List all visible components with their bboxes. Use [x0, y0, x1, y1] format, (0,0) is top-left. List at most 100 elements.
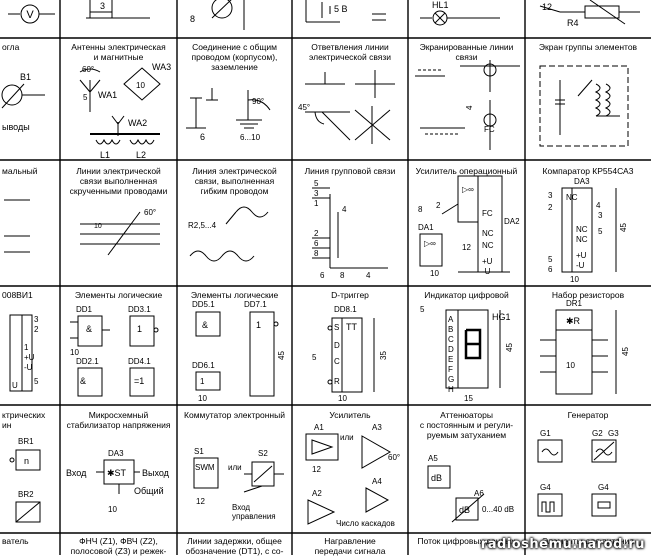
seg-a: A [448, 315, 454, 324]
caption-antennas: Антенны электрическая и магнитные [71, 42, 166, 62]
caption-ground: Соединение с общим проводом (корпусом), … [191, 42, 278, 72]
caption-data-stream: Поток цифровых данных [417, 536, 516, 546]
r4-label: R4 [567, 18, 579, 28]
dd5-amp: & [202, 320, 208, 330]
row1-col0: B1 ыводы [1, 72, 45, 132]
dim-6-10: 6...10 [240, 133, 261, 142]
dim-5-antenna: 5 [83, 93, 88, 102]
amp-12: 12 [312, 465, 321, 474]
row0-symbols: V 3 8 5 В HL1 12 R4 [8, 0, 640, 30]
seg-g: G [448, 375, 454, 384]
fc-label: FC [484, 125, 495, 134]
b1-label: B1 [20, 72, 31, 82]
comp-minus-u: -U [576, 261, 585, 270]
comp-4: 4 [596, 201, 601, 210]
comp-2: 2 [548, 203, 553, 212]
da3-stab: DA3 [108, 449, 124, 458]
dd6-10: 10 [198, 394, 207, 403]
r25-label: R2,5...4 [188, 221, 217, 230]
caption-generator: Генератор [567, 410, 609, 420]
comp-nc3: NC [576, 235, 588, 244]
digital-indicator-symbol: A B C D E F G H HG1 45 5 15 [420, 305, 514, 403]
g3-label: G3 [608, 429, 619, 438]
caption-resistor-set: Набор резисторов [551, 290, 625, 300]
da2-label: DA2 [504, 217, 520, 226]
grp-6b: 6 [320, 271, 325, 280]
pin-c: C [334, 357, 340, 366]
caption-d-trigger: D-триггер [331, 290, 369, 300]
oa-8: 8 [418, 205, 423, 214]
seg-e: E [448, 355, 453, 364]
ili-label: или [228, 463, 242, 472]
opamp-sym: ▷∞ [462, 185, 474, 194]
dd5-label: DD5.1 [192, 300, 215, 309]
seg-c: C [448, 335, 454, 344]
c0-7: 2 [34, 325, 39, 334]
oa-fc: FC [482, 209, 493, 218]
dd7-label: DD7.1 [244, 300, 267, 309]
da3-comp: DA3 [574, 177, 590, 186]
caption-power-elements: Элементы для питания [542, 536, 634, 546]
caption-logic-2: Элементы логические [190, 290, 279, 300]
da1-sym: ▷∞ [424, 239, 436, 248]
dd8-label: DD8.1 [334, 305, 357, 314]
br1-label: BR1 [18, 437, 34, 446]
dim-4-shield: 4 [465, 105, 474, 110]
row3-col0: 3 2 1 +U -U 5 U [9, 314, 39, 392]
wa3-label: WA3 [152, 62, 171, 72]
comp-plus-u: +U [576, 251, 587, 260]
dd4-eq1: =1 [134, 376, 144, 386]
caption-r5c0: ватель [2, 536, 29, 546]
dr1-label: DR1 [566, 299, 583, 308]
da1-label: DA1 [418, 223, 434, 232]
comp-nc2: NC [576, 225, 588, 234]
c0-minus-u: -U [24, 363, 33, 372]
dd1-label: DD1 [76, 305, 93, 314]
dd2-label: DD2.1 [76, 357, 99, 366]
dd3-1: 1 [137, 324, 142, 334]
g4-label: G4 [598, 483, 609, 492]
star-r: ✱R [566, 316, 581, 326]
comparator-symbol: NC NC NC +U -U DA3 3 2 5 6 4 3 5 45 10 [548, 177, 628, 284]
stab-in: Вход [66, 468, 87, 478]
ang-90: 90° [252, 97, 264, 106]
c0-1: 1 [24, 343, 29, 352]
grp-1: 1 [314, 199, 319, 208]
dim-5v: 5 В [334, 4, 348, 14]
oa-plus-u: +U [482, 257, 493, 266]
caption-stabilizer: Микросхемный стабилизатор напряжения [66, 410, 171, 430]
br2-label: BR2 [18, 490, 34, 499]
rs-45: 45 [621, 347, 630, 356]
caption-branches: Ответвления линии электрической связи [309, 42, 391, 62]
voltmeter-label: V [26, 9, 34, 21]
stab-10: 10 [108, 505, 117, 514]
caption-twisted: Линии электрической связи выполненная ск… [69, 166, 168, 196]
attenuator-symbols: dB A5 dB A6 0...40 dB [427, 454, 514, 523]
c0-3: 3 [34, 315, 39, 324]
hg1-label: HG1 [492, 312, 511, 322]
caption-indicator: Индикатор цифровой [424, 290, 509, 300]
ground-symbols: 6 90° 6...10 [186, 88, 271, 142]
caption-attenuator: Аттенюаторы с постоянным и регули- руемы… [419, 410, 514, 440]
grp-6: 6 [314, 239, 319, 248]
grp-2: 2 [314, 229, 319, 238]
dd6-sym: 1 [200, 377, 205, 386]
s2-label: S2 [258, 449, 268, 458]
dd4-label: DD4.1 [128, 357, 151, 366]
grp-5: 5 [314, 179, 319, 188]
comp-5: 5 [548, 255, 553, 264]
g1-label: G1 [540, 429, 551, 438]
caption-r1c0: огла [2, 42, 20, 52]
op-amp-symbols: ▷∞ FC NC NC +U -U DA2 DA1 ▷∞ 2 8 10 12 [418, 175, 520, 278]
amp-ili: или [340, 433, 354, 442]
stab-out: Выход [142, 468, 170, 478]
c2-label: G4 [540, 483, 551, 492]
dd1-amp: & [86, 324, 92, 334]
wa2-label: WA2 [128, 118, 147, 128]
caption-delay-lines: Линии задержки, общее обозначение (DT1),… [185, 536, 284, 556]
resistor-set-symbol: ✱R DR1 45 10 [540, 299, 630, 395]
shield-group-symbol [539, 65, 629, 147]
